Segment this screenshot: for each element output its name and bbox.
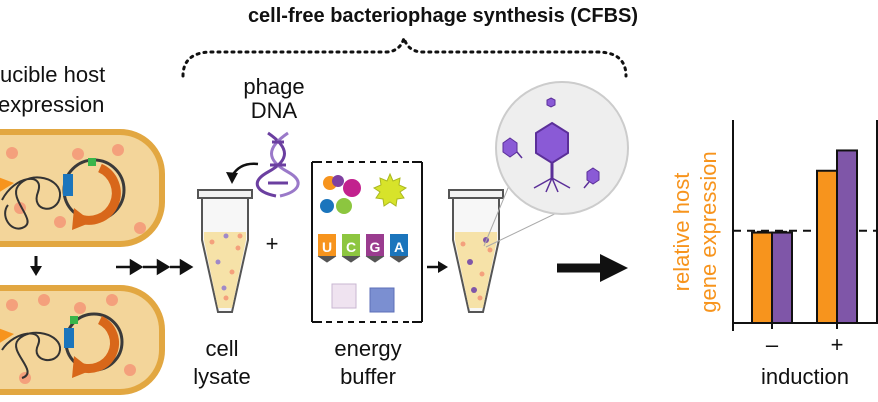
- phage-dna-label-line2: DNA: [251, 98, 298, 123]
- plasmid-gene-blue: [63, 174, 73, 196]
- phage-head-small: [502, 137, 518, 158]
- chart-category-label: +: [831, 332, 844, 357]
- protein-dot: [106, 294, 118, 306]
- phage-dna-label-line1: phage: [243, 74, 304, 99]
- nucleotide-c: C: [346, 239, 356, 255]
- phage-head-small: [546, 97, 556, 108]
- chart-xlabel: induction: [761, 364, 849, 389]
- protein-dot: [54, 216, 66, 228]
- arrow-head: [226, 172, 238, 184]
- diagram-title: cell-free bacteriophage synthesis (CFBS): [248, 5, 638, 27]
- cell-lysate-label-line2: lysate: [193, 364, 250, 389]
- chart-ylabel-line2: gene expression: [696, 151, 721, 312]
- to-reaction-arrow: [438, 261, 448, 273]
- energy-buffer-label-line2: buffer: [340, 364, 396, 389]
- cube-pink: [331, 283, 357, 309]
- protein-dot: [38, 294, 50, 306]
- phage-zoom-circle: [495, 81, 629, 215]
- tube-reaction: [448, 189, 504, 313]
- phage-head-small: [586, 167, 600, 185]
- left-label-line2: expression: [0, 92, 104, 117]
- metabolite-purple: [332, 175, 344, 187]
- phage-head-large: [535, 121, 569, 165]
- protein-dot: [6, 299, 18, 311]
- expression-arrow-head: [72, 356, 92, 378]
- protein-dot: [72, 148, 84, 160]
- cfbs-brace: [181, 32, 628, 78]
- plasmid-promoter-green: [70, 316, 78, 324]
- chart-bar: [836, 149, 858, 324]
- enzyme-star-icon: [372, 172, 408, 207]
- chart-bar: [751, 231, 773, 324]
- bacterial-cell-induced: [0, 285, 165, 395]
- big-arrow: [600, 254, 628, 282]
- protein-dot: [6, 147, 18, 159]
- dna-helix-icon: [255, 131, 300, 198]
- protein-dot: [134, 222, 146, 234]
- plasmid-promoter-green: [88, 158, 96, 166]
- nucleotide-a: A: [394, 239, 404, 255]
- protein-dot: [124, 364, 136, 376]
- protein-dot: [19, 372, 31, 384]
- host-expression-chart: –+: [732, 120, 878, 357]
- chart-ylabel-line1: relative host: [669, 173, 694, 292]
- energy-buffer-box: U C G A: [311, 161, 423, 323]
- chart-category-label: –: [766, 332, 779, 357]
- bacterial-cell-uninduced: [0, 129, 165, 247]
- cell-lysate-label-line1: cell: [205, 336, 238, 361]
- left-label-line1: ucible host: [0, 62, 105, 87]
- nucleotide-g: G: [370, 239, 381, 255]
- cube-blue: [369, 287, 395, 313]
- chromosome-dna: [1, 331, 62, 379]
- inducer-wedge: [0, 177, 14, 192]
- expression-arrow-head: [72, 208, 92, 230]
- metabolite-blue: [320, 199, 334, 213]
- inducer-wedge: [0, 328, 14, 343]
- triple-arrow: [116, 258, 194, 276]
- nucleotide-u: U: [322, 239, 332, 255]
- plasmid-gene-blue: [64, 328, 74, 348]
- chromosome-dna: [1, 176, 62, 230]
- down-arrow: [30, 266, 42, 276]
- metabolite-green: [336, 198, 352, 214]
- energy-buffer-label-line1: energy: [334, 336, 401, 361]
- tube-cell-lysate: [197, 189, 253, 313]
- protein-dot: [112, 144, 124, 156]
- chart-bar: [816, 169, 838, 324]
- metabolite-magenta: [343, 179, 361, 197]
- protein-dot: [74, 302, 86, 314]
- plus-sign: +: [266, 231, 279, 256]
- chart-bar: [771, 231, 793, 324]
